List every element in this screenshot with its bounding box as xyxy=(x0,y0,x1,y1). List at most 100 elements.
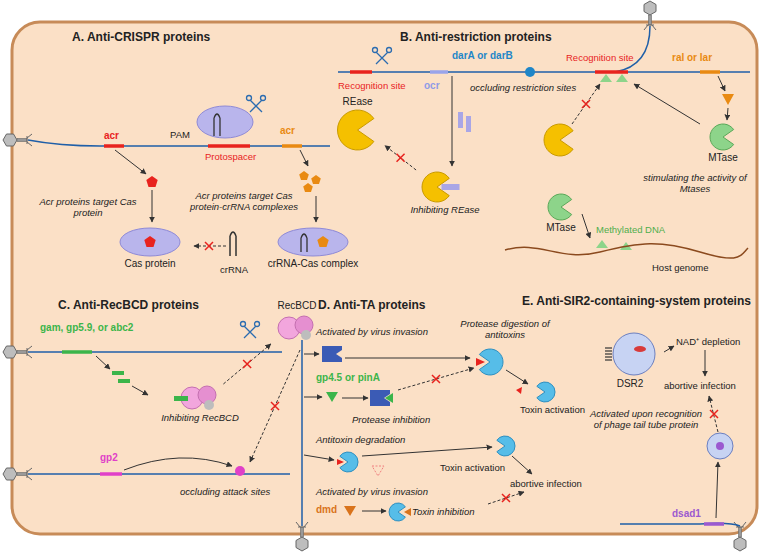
annotation: occluding restriction sites xyxy=(470,82,576,93)
block-mark xyxy=(397,154,405,162)
methyl-mark xyxy=(596,240,608,248)
arrow xyxy=(345,358,470,359)
arrow xyxy=(304,455,334,460)
gene-segment xyxy=(595,70,628,74)
protein-node: REase xyxy=(330,96,385,152)
annotation: Acr proteins target Cas protein xyxy=(38,196,138,219)
phage xyxy=(296,522,308,551)
node-shape xyxy=(536,192,586,222)
phage-dna xyxy=(28,26,750,526)
protein-shape xyxy=(278,316,313,340)
annotation: stimulating the activity of Mtases xyxy=(640,172,750,195)
phage xyxy=(644,1,656,30)
host-genome xyxy=(505,244,748,258)
gene-label: gam, gp5.9, or abc2 xyxy=(40,322,133,334)
node-label: MTase xyxy=(546,222,575,234)
gene-segment xyxy=(350,70,372,74)
protein-shape xyxy=(278,228,348,256)
blocked-arrow xyxy=(572,84,600,124)
crrna xyxy=(301,234,307,252)
tail-tube xyxy=(605,359,612,360)
label: Protospacer xyxy=(205,151,256,162)
dsr2 xyxy=(613,333,655,375)
protein-shape xyxy=(548,194,572,220)
blocked-arrow xyxy=(385,146,416,170)
scissors xyxy=(387,48,392,53)
rease xyxy=(338,110,374,150)
phage xyxy=(3,346,32,358)
label: Methylated DNA xyxy=(596,224,665,235)
gene-segment xyxy=(208,144,250,148)
arrow xyxy=(718,76,725,91)
phage xyxy=(3,1,746,551)
blocked-arrow xyxy=(398,368,474,390)
block-mark xyxy=(271,402,279,410)
tail-tube xyxy=(605,353,612,354)
phage-dna xyxy=(301,340,303,526)
label: crRNA xyxy=(220,264,248,275)
acr-protein xyxy=(299,171,309,180)
gene-segment xyxy=(700,70,720,74)
gam-protein xyxy=(112,371,124,375)
label: NAD⁺ depletion xyxy=(676,336,740,347)
block-mark xyxy=(502,494,510,502)
inhibitor-protein xyxy=(326,392,338,402)
mtase xyxy=(710,124,734,150)
tail-tube xyxy=(605,347,612,348)
node-shape xyxy=(598,330,662,378)
gene-segment xyxy=(62,350,92,354)
protein-node: Inhibiting REase xyxy=(400,170,490,215)
label: Recognition site xyxy=(566,52,634,63)
ral-protein xyxy=(722,94,734,105)
inhibitor-protein xyxy=(344,506,356,516)
node-label: Inhibiting REase xyxy=(410,204,479,215)
arrow xyxy=(316,196,317,222)
arrow xyxy=(664,346,674,352)
scissors xyxy=(244,326,256,338)
protein-shape xyxy=(120,228,180,256)
node-label: Cas protein xyxy=(124,258,175,270)
node-shape xyxy=(400,170,490,204)
annotation: occluding attack sites xyxy=(180,486,270,497)
gene-label: ral or lar xyxy=(672,52,712,64)
gene-label: ocr xyxy=(424,80,440,92)
panel-title: B. Anti-restriction proteins xyxy=(400,30,552,44)
gp2-protein xyxy=(235,466,245,476)
gp2-protein xyxy=(235,466,245,476)
protease xyxy=(385,393,393,403)
gene-segment xyxy=(282,144,302,148)
inhibited-dsr2 xyxy=(707,433,733,459)
arrow xyxy=(727,108,728,120)
node-shape xyxy=(268,226,358,258)
blocked-arrow xyxy=(709,396,718,432)
gene-label: gp4.5 or pinA xyxy=(316,372,380,384)
phage xyxy=(3,134,32,146)
crrna xyxy=(230,232,236,256)
tail-tube xyxy=(605,350,612,351)
protein-node: Inhibiting RecBCD xyxy=(150,384,250,423)
annotation: Protease inhibition xyxy=(352,414,430,425)
cas-protein xyxy=(120,228,180,256)
scissors xyxy=(376,52,388,64)
acr-protein xyxy=(144,236,155,247)
gam-protein xyxy=(174,396,188,401)
phage-dna xyxy=(28,473,290,475)
cas-complex xyxy=(214,114,220,136)
phage xyxy=(734,522,746,551)
label: Toxin activation xyxy=(440,462,505,473)
panel-title: D. Anti-TA proteins xyxy=(318,298,426,312)
scissors xyxy=(247,96,252,101)
methyl-mark xyxy=(596,74,632,250)
toxin xyxy=(497,436,515,456)
recbcd-subunit xyxy=(301,330,311,340)
ocr-protein xyxy=(442,184,460,190)
arrow xyxy=(582,214,590,238)
node-shape xyxy=(698,122,748,152)
dar-protein xyxy=(525,67,535,77)
toxin xyxy=(476,358,485,366)
scissors xyxy=(241,322,246,327)
protein-shape xyxy=(422,172,459,202)
toxin xyxy=(337,459,344,465)
toxin xyxy=(389,503,405,521)
node-label: Inhibiting RecBCD xyxy=(161,412,239,423)
